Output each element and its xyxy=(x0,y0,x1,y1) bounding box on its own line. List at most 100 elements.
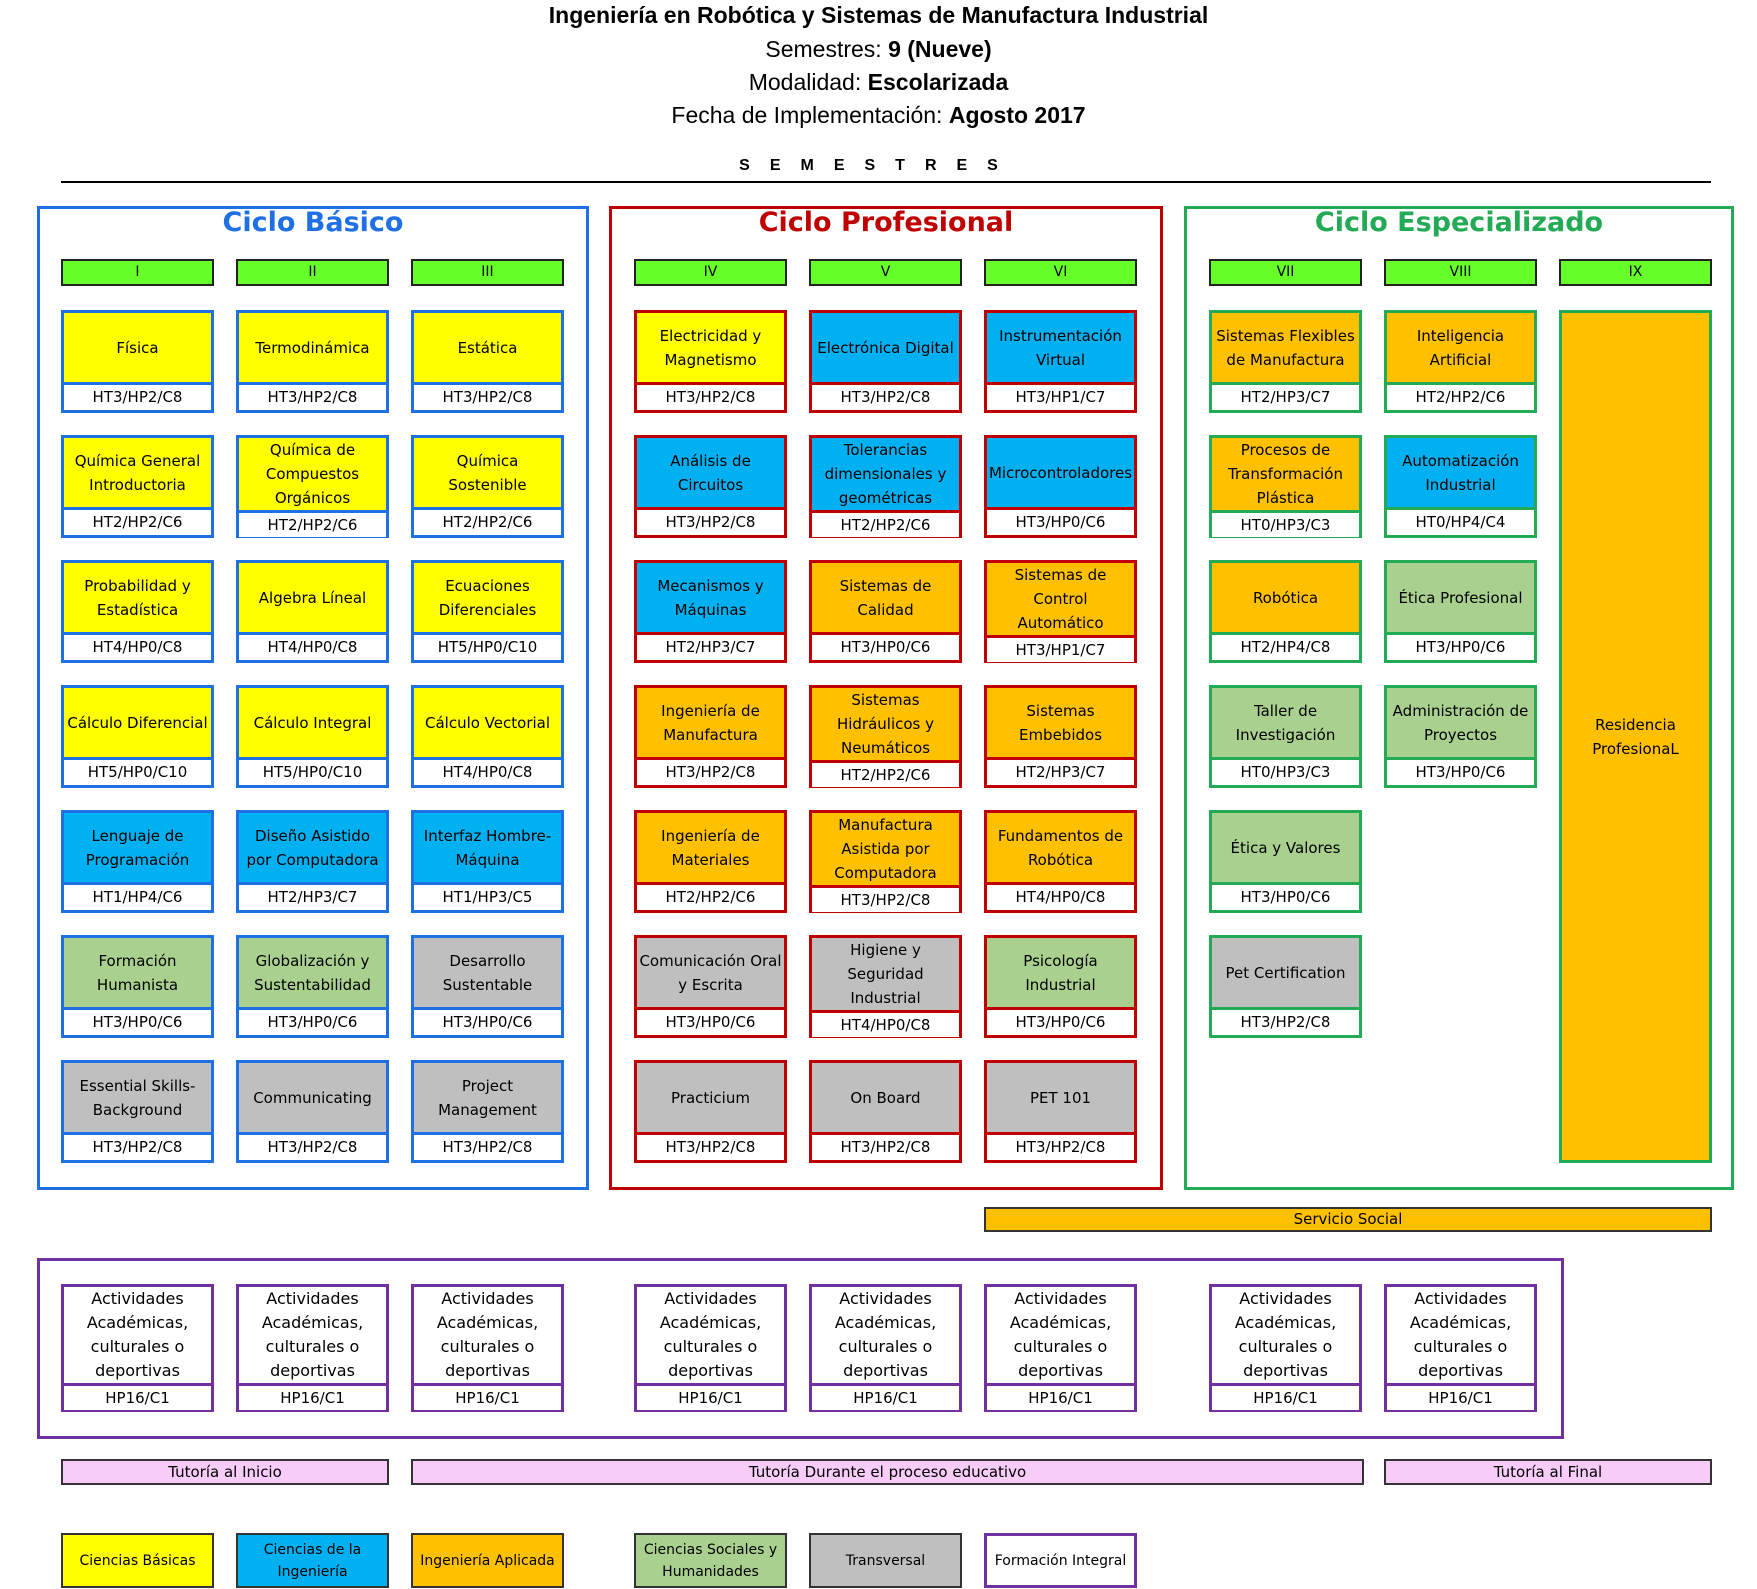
course-name: Diseño Asistido por Computadora xyxy=(246,826,379,869)
actividades-card[interactable]: Actividades Académicas, culturales o dep… xyxy=(236,1284,389,1412)
course-code: HT3/HP2/C8 xyxy=(987,1132,1134,1160)
fecha-label: Fecha de Implementación: xyxy=(671,102,949,128)
formacion-integral-frame xyxy=(37,1258,1564,1439)
course-name: Química General Introductoria xyxy=(74,451,201,494)
tutoria-inicio-bar: Tutoría al Inicio xyxy=(61,1459,389,1485)
course-code: HT2/HP2/C6 xyxy=(414,507,561,535)
course-code: HT4/HP0/C8 xyxy=(414,757,561,785)
residencia-profesional[interactable]: Residencia ProfesionaL xyxy=(1559,310,1712,1163)
course-code: HT4/HP0/C8 xyxy=(987,882,1134,910)
course-name: Probabilidad y Estadística xyxy=(84,576,191,619)
course-name: Instrumentación Virtual xyxy=(999,326,1122,369)
course-name: Pet Certification xyxy=(1225,963,1346,982)
course-code: HT3/HP2/C8 xyxy=(414,1132,561,1160)
actividades-card[interactable]: Actividades Académicas, culturales o dep… xyxy=(1384,1284,1537,1412)
actividades-card[interactable]: Actividades Académicas, culturales o dep… xyxy=(61,1284,214,1412)
course-code: HT3/HP0/C6 xyxy=(239,1007,386,1035)
actividades-card[interactable]: Actividades Académicas, culturales o dep… xyxy=(1209,1284,1362,1412)
actividades-name: Actividades Académicas, culturales o dep… xyxy=(1409,1289,1512,1380)
course-code: HT3/HP0/C6 xyxy=(1387,757,1534,785)
course-code: HT1/HP3/C5 xyxy=(414,882,561,910)
course-code: HT3/HP2/C8 xyxy=(637,757,784,785)
actividades-card[interactable]: Actividades Académicas, culturales o dep… xyxy=(809,1284,962,1412)
actividades-card[interactable]: Actividades Académicas, culturales o dep… xyxy=(984,1284,1137,1412)
servicio-social-bar: Servicio Social xyxy=(984,1207,1712,1232)
actividades-name: Actividades Académicas, culturales o dep… xyxy=(659,1289,762,1380)
course-name: Química Sostenible xyxy=(448,451,527,494)
course-name: Ética Profesional xyxy=(1398,588,1523,607)
actividades-card[interactable]: Actividades Académicas, culturales o dep… xyxy=(634,1284,787,1412)
semester-header: IX xyxy=(1559,259,1712,286)
actividades-code: HP16/C1 xyxy=(414,1383,561,1410)
actividades-card[interactable]: Actividades Académicas, culturales o dep… xyxy=(411,1284,564,1412)
actividades-code: HP16/C1 xyxy=(812,1383,959,1410)
semester-header: VIII xyxy=(1384,259,1537,286)
actividades-code: HP16/C1 xyxy=(1387,1383,1534,1410)
fecha-line: Fecha de Implementación: Agosto 2017 xyxy=(0,102,1757,129)
course-name: Electrónica Digital xyxy=(817,338,954,357)
semester-header: V xyxy=(809,259,962,286)
course-name: Ingeniería de Materiales xyxy=(661,826,760,869)
course-code: HT2/HP3/C7 xyxy=(1212,382,1359,410)
course-code: HT3/HP2/C8 xyxy=(812,382,959,410)
course-name: Fundamentos de Robótica xyxy=(997,826,1124,869)
course-name: Sistemas Embebidos xyxy=(1018,701,1103,744)
actividades-name: Actividades Académicas, culturales o dep… xyxy=(1009,1289,1112,1380)
course-name: Formación Humanista xyxy=(96,951,179,994)
course-code: HT0/HP3/C3 xyxy=(1212,757,1359,785)
course-code: HT2/HP2/C6 xyxy=(64,507,211,535)
